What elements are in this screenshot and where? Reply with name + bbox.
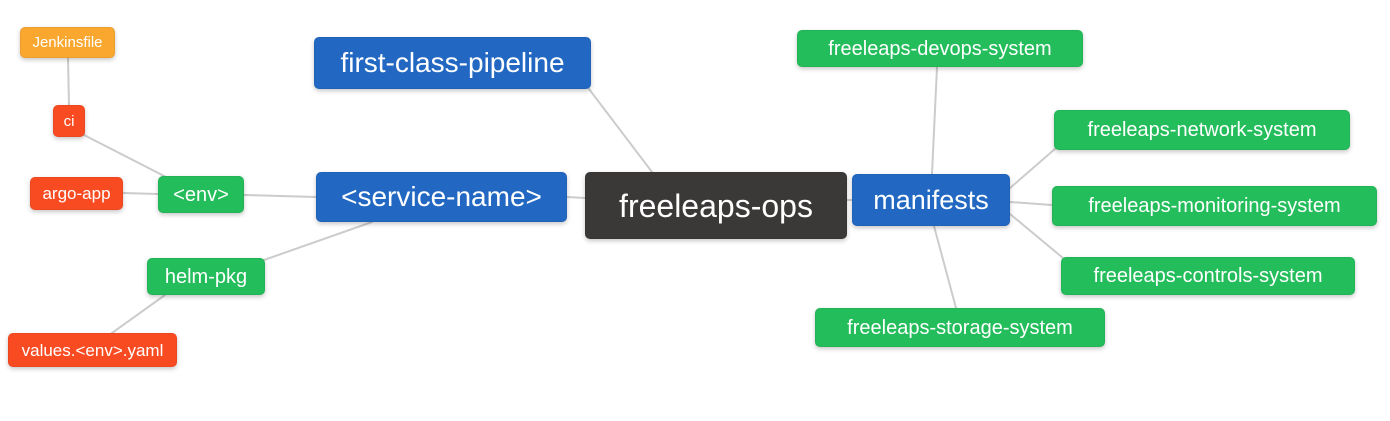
edge-env-to-service-name (243, 194, 317, 198)
node-devops-system[interactable]: freeleaps-devops-system (797, 30, 1083, 67)
edge-argo-app-to-env (122, 192, 159, 195)
edge-helm-pkg-to-service-name (263, 221, 373, 261)
node-monitoring-system[interactable]: freeleaps-monitoring-system (1052, 186, 1377, 226)
edge-manifests-to-storage-system (933, 225, 957, 309)
node-first-class-pipeline[interactable]: first-class-pipeline (314, 37, 591, 89)
edge-manifests-to-devops-system (931, 66, 938, 175)
node-helm-pkg[interactable]: helm-pkg (147, 258, 265, 295)
node-values-env-yaml[interactable]: values.<env>.yaml (8, 333, 177, 367)
edge-jenkinsfile-to-ci (67, 57, 70, 107)
node-root[interactable]: freeleaps-ops (585, 172, 847, 239)
node-env[interactable]: <env> (158, 176, 244, 213)
node-jenkinsfile[interactable]: Jenkinsfile (20, 27, 115, 58)
edge-manifests-to-network-system (1009, 147, 1057, 189)
node-manifests[interactable]: manifests (852, 174, 1010, 226)
node-ci[interactable]: ci (53, 105, 85, 137)
edge-first-class-pipeline-to-root (588, 88, 653, 173)
edge-manifests-to-monitoring-system (1009, 201, 1053, 206)
edge-ci-to-env (83, 134, 169, 179)
node-service-name[interactable]: <service-name> (316, 172, 567, 222)
edge-manifests-to-controls-system (1009, 213, 1064, 259)
node-network-system[interactable]: freeleaps-network-system (1054, 110, 1350, 150)
edge-values-env-yaml-to-helm-pkg (111, 294, 166, 334)
node-storage-system[interactable]: freeleaps-storage-system (815, 308, 1105, 347)
node-controls-system[interactable]: freeleaps-controls-system (1061, 257, 1355, 295)
edge-service-name-to-root (566, 196, 586, 199)
node-argo-app[interactable]: argo-app (30, 177, 123, 210)
